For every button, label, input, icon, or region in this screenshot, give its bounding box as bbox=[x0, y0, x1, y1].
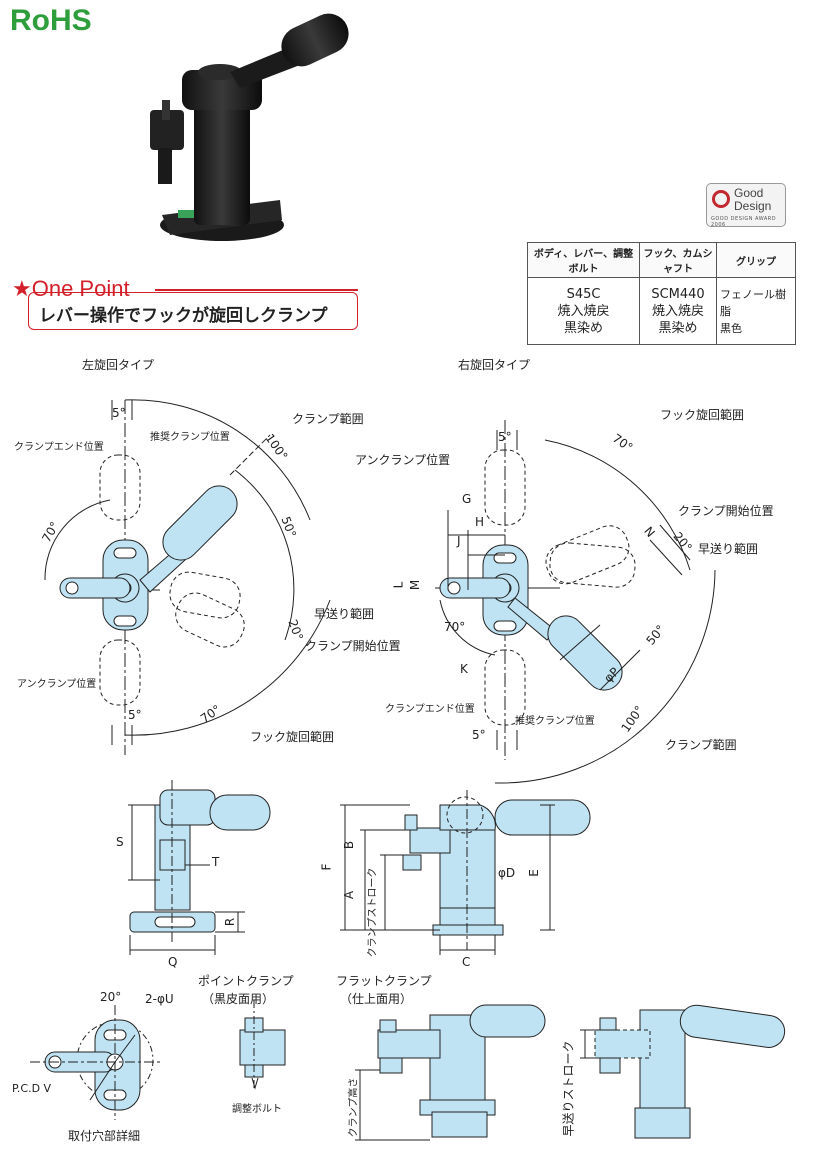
left-clamp-start-label: クランプ開始位置 bbox=[305, 639, 401, 653]
mount-pcd-label: P.C.D V bbox=[12, 1082, 52, 1095]
rapid-stroke-label: 早送りストローク bbox=[561, 1040, 576, 1137]
right-type-title: 右旋回タイプ bbox=[458, 358, 531, 372]
dim-A: A bbox=[342, 890, 357, 900]
good-design-mark-icon bbox=[712, 190, 730, 208]
mount-caption: 取付穴部詳細 bbox=[68, 1129, 141, 1143]
dim-Q: Q bbox=[168, 955, 178, 969]
dim-F: F bbox=[319, 863, 334, 871]
right-unclamp-label: アンクランプ位置 bbox=[355, 453, 451, 467]
dim-phiD: φD bbox=[498, 866, 516, 880]
dim-T: T bbox=[212, 855, 220, 869]
dim-S: S bbox=[116, 835, 124, 849]
flat-clamp-title: フラットクランプ bbox=[336, 974, 432, 988]
one-point-text: レバー操作でフックが旋回しクランプ bbox=[39, 306, 328, 326]
flat-clamp-drawing bbox=[355, 1004, 546, 1141]
material-hook-cell: SCM440 焼入焼戻 黒染め bbox=[639, 277, 717, 345]
front-view-drawing bbox=[340, 790, 591, 955]
dim-B: B bbox=[342, 840, 357, 850]
adjust-bolt-label: 調整ボルト bbox=[232, 1104, 282, 1115]
right-angle-5a: 5° bbox=[498, 430, 512, 444]
right-clamp-end-label: クランプエンド位置 bbox=[385, 704, 475, 715]
left-clamp-end-label: クランプエンド位置 bbox=[14, 442, 104, 453]
rapid-stroke-drawing bbox=[580, 1004, 786, 1139]
right-dim-H: H bbox=[475, 515, 485, 529]
left-unclamp-label: アンクランプ位置 bbox=[17, 679, 97, 690]
left-clamp-range-label: クランプ範囲 bbox=[292, 412, 364, 426]
good-design-line2: Design bbox=[734, 199, 772, 213]
one-point-box: レバー操作でフックが旋回しクランプ bbox=[28, 292, 358, 330]
product-photo bbox=[150, 13, 349, 241]
flat-clamp-sub: （仕上面用） bbox=[340, 992, 413, 1006]
dim-C: C bbox=[462, 955, 471, 969]
material-grip-cell: フェノール樹脂 黒色 bbox=[716, 277, 796, 345]
right-hook-range-label: フック旋回範囲 bbox=[660, 408, 745, 422]
material-table: ボディ、レバー、調整ボルト フック、カムシャフト グリップ S45C 焼入焼戻 … bbox=[527, 242, 796, 345]
clamp-stroke-label: クランプストローク bbox=[367, 867, 379, 958]
left-type-title: 左旋回タイプ bbox=[82, 358, 155, 372]
right-clamp-range-label: クランプ範囲 bbox=[665, 738, 737, 752]
left-rapid-label: 早送り範囲 bbox=[314, 607, 375, 621]
left-hook-range-label: フック旋回範囲 bbox=[250, 730, 335, 744]
right-dim-K: K bbox=[460, 662, 468, 676]
point-clamp-sub: （黒皮面用） bbox=[202, 992, 275, 1006]
material-body-cell: S45C 焼入焼戻 黒染め bbox=[527, 277, 640, 345]
right-dim-G: G bbox=[462, 492, 472, 506]
right-dim-L: L bbox=[391, 581, 406, 589]
point-clamp-drawing bbox=[239, 1000, 286, 1090]
good-design-badge: Good Design GOOD DESIGN AWARD 2006 bbox=[706, 183, 786, 228]
dim-E: E bbox=[526, 869, 541, 877]
material-header-body: ボディ、レバー、調整ボルト bbox=[527, 242, 640, 278]
rohs-logo: RoHS bbox=[10, 4, 92, 37]
right-dim-M: M bbox=[408, 579, 423, 591]
good-design-line1: Good bbox=[734, 186, 764, 200]
mount-angle-label: 20° bbox=[100, 990, 122, 1004]
right-angle-70b: 70° bbox=[444, 620, 466, 634]
right-angle-5b: 5° bbox=[472, 728, 486, 742]
right-swing-diagram bbox=[435, 420, 716, 784]
left-recommended-label: 推奨クランプ位置 bbox=[150, 432, 230, 443]
clamp-height-label: クランプ高さ bbox=[348, 1077, 360, 1138]
side-view-drawing bbox=[128, 780, 271, 955]
good-design-line3: GOOD DESIGN AWARD 2006 bbox=[711, 216, 777, 228]
right-rapid-label: 早送り範囲 bbox=[698, 542, 759, 556]
mount-holes-label: 2-φU bbox=[145, 992, 174, 1006]
dim-R: R bbox=[223, 917, 238, 927]
left-angle-5b: 5° bbox=[128, 708, 142, 722]
right-clamp-start-label: クランプ開始位置 bbox=[678, 504, 774, 518]
left-angle-5a: 5° bbox=[112, 406, 126, 420]
mount-hole-detail bbox=[30, 1005, 160, 1120]
point-clamp-title: ポイントクランプ bbox=[198, 974, 294, 988]
left-swing-diagram bbox=[44, 399, 331, 755]
right-recommended-label: 推奨クランプ位置 bbox=[515, 716, 595, 727]
one-point-rule bbox=[155, 289, 358, 291]
right-dim-J: J bbox=[457, 534, 461, 548]
